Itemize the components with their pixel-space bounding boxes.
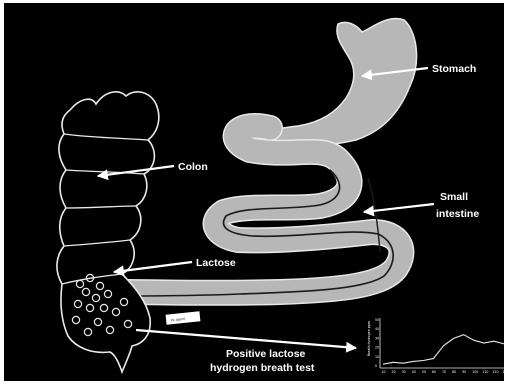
x-tick-label: 110 [482,370,488,374]
label-lactose: Lactose [196,257,236,269]
x-tick-label: 30 [402,370,406,374]
y-tick-label: 0 [375,364,377,368]
x-tick-label: 120 [492,370,498,374]
y-tick-label: 50 [375,318,379,322]
x-tick-label: 100 [472,370,478,374]
label-breath-test-1: Positive lactose [226,348,306,360]
y-tick-label: 30 [375,336,379,340]
label-colon: Colon [178,161,208,173]
label-breath-test-2: hydrogen breath test [210,362,315,374]
y-tick-label: 20 [375,346,379,350]
x-tick-label: 130 [503,370,508,374]
x-tick-label: 60 [432,370,436,374]
y-tick-label: 10 [375,355,379,359]
x-tick-label: 50 [422,370,426,374]
label-small-intestine-2: intestine [436,208,479,220]
x-tick-label: 70 [442,370,446,374]
x-tick-label: 40 [412,370,416,374]
x-tick-label: 80 [452,370,456,374]
x-tick-label: 10 [382,370,386,374]
label-small-intestine-1: Small [440,191,468,203]
label-stomach: Stomach [432,63,476,75]
x-tick-label: 20 [392,370,396,374]
x-tick-label: 90 [462,370,466,374]
chart-ylabel: Breath hydrogen ppm [367,321,371,356]
y-tick-label: 40 [375,327,379,331]
